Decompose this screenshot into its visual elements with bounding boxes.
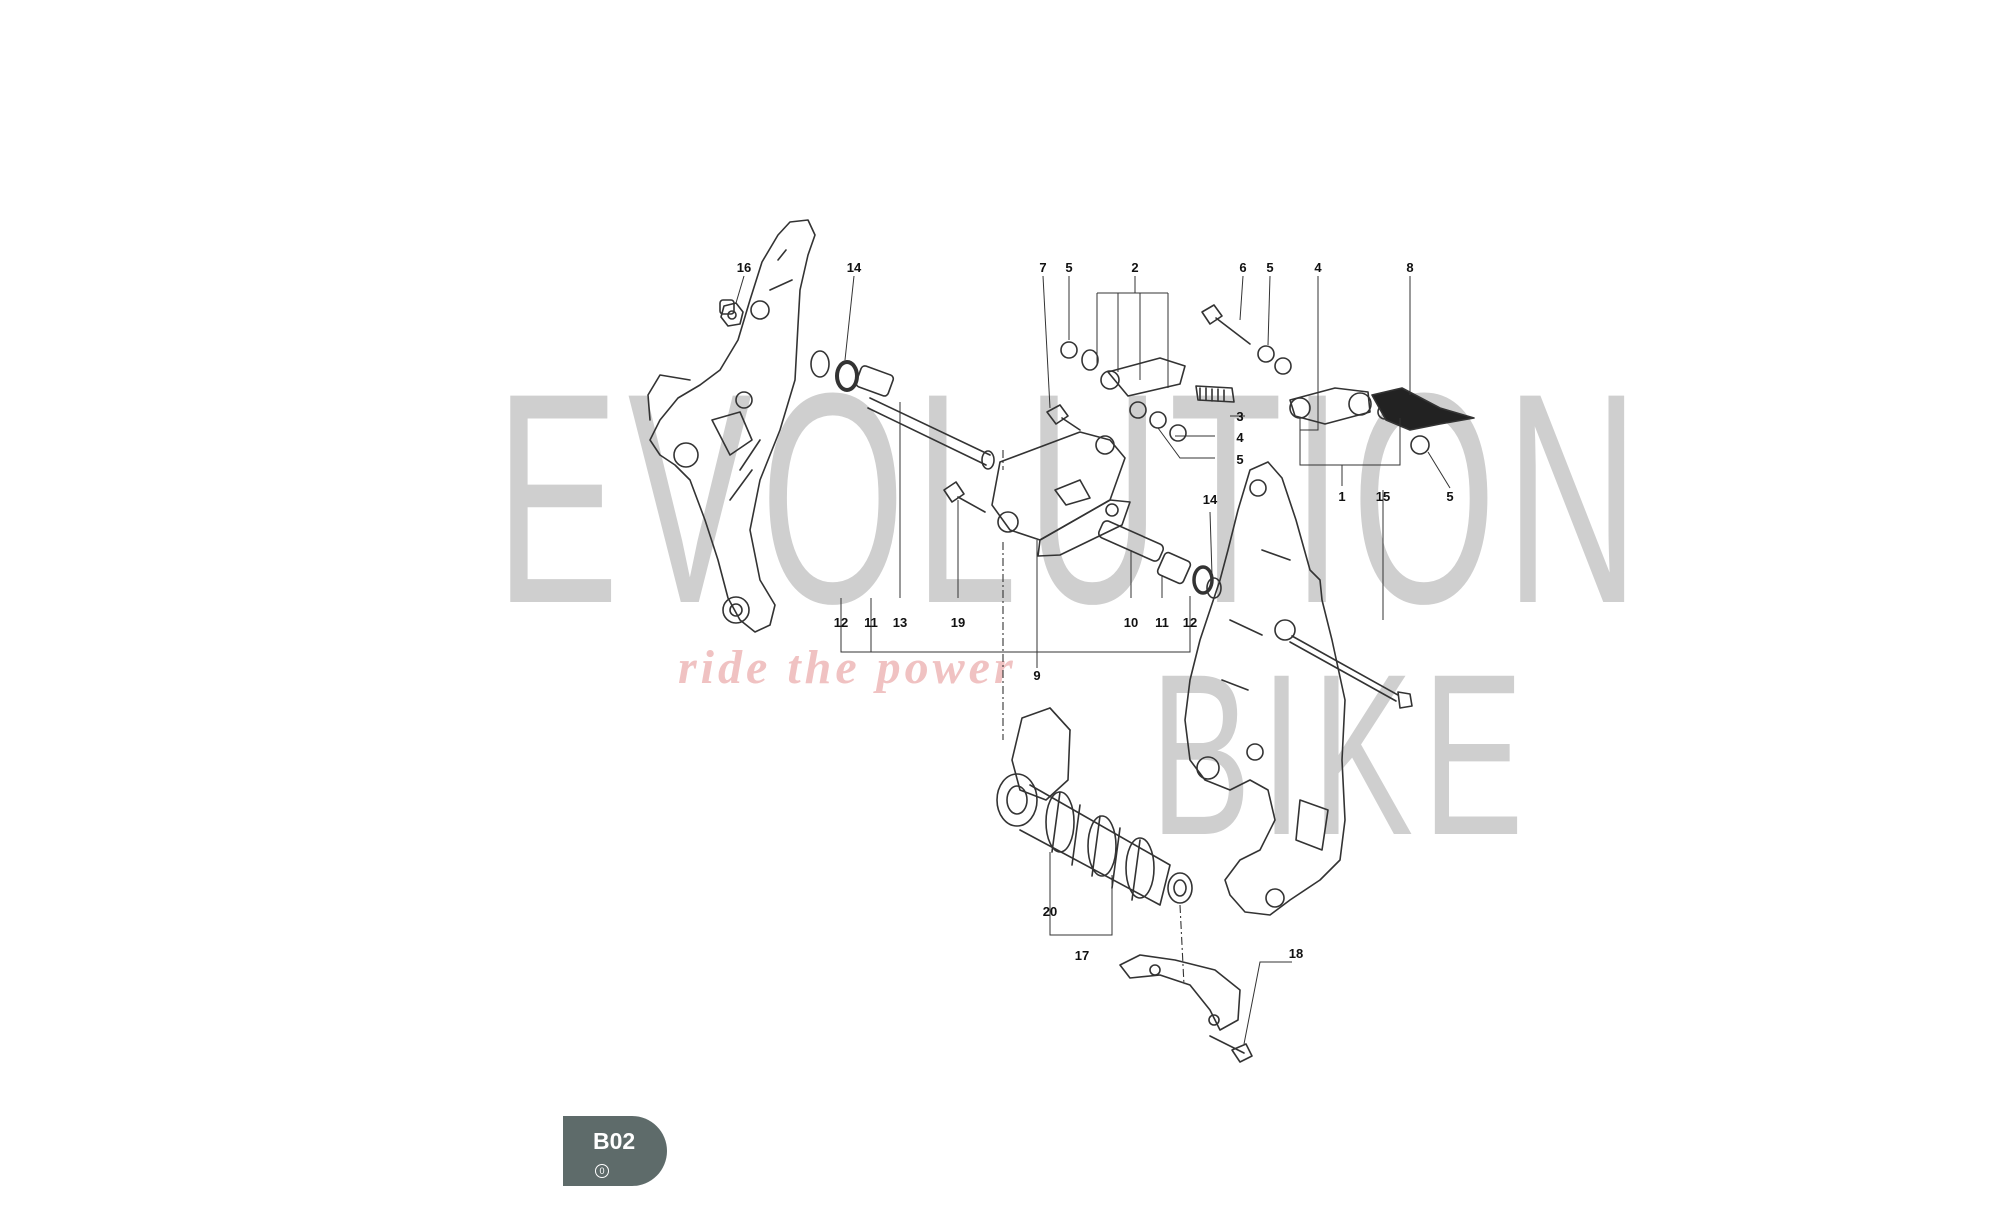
- leader-bottom-bar: [840, 596, 1191, 653]
- callout-14-left: 14: [847, 260, 862, 275]
- centerline-shock-lower: [1179, 904, 1185, 986]
- leader-5-right-lower: [1427, 451, 1451, 489]
- leader-16: [735, 275, 745, 304]
- section-badge: B02 0: [563, 1116, 667, 1186]
- pin-part-10: [1097, 520, 1165, 562]
- callout-19: 19: [951, 615, 965, 630]
- lever-part-8: [1371, 387, 1475, 431]
- leader-17: [1049, 852, 1113, 936]
- rocker-plate-part-9: [991, 431, 1131, 557]
- seal-part-12: [1192, 565, 1222, 599]
- callout-17: 17: [1075, 948, 1089, 963]
- bolt-part-18: [1209, 1035, 1253, 1063]
- callout-14-right: 14: [1203, 492, 1218, 507]
- callout-4-top: 4: [1314, 260, 1322, 275]
- leader-7: [1042, 275, 1051, 409]
- callout-11-left: 11: [864, 615, 878, 630]
- callout-7: 7: [1039, 260, 1046, 275]
- watermark-tagline: ride the power: [678, 641, 1017, 694]
- bolt-part-7: [1046, 404, 1081, 431]
- bush-part-11: [1156, 551, 1192, 585]
- watermark-sub-text: BIKE: [1150, 626, 1533, 883]
- callout-9: 9: [1033, 668, 1040, 683]
- leader-18: [1243, 961, 1292, 1045]
- callout-12-left: 12: [834, 615, 848, 630]
- bolt-part-15: [1289, 635, 1413, 709]
- callout-4-mid: 4: [1236, 430, 1244, 445]
- pivot-shaft: [867, 397, 995, 470]
- section-code: B02: [593, 1128, 636, 1154]
- callout-5-top: 5: [1065, 260, 1072, 275]
- leader-14-left: [844, 275, 855, 361]
- revision-marker: 0: [595, 1164, 609, 1178]
- callout-5-right: 5: [1266, 260, 1273, 275]
- callout-8: 8: [1406, 260, 1413, 275]
- shock-absorber-part-17: [996, 707, 1193, 906]
- callout-20: 20: [1043, 904, 1057, 919]
- callout-15: 15: [1376, 489, 1390, 504]
- callout-3: 3: [1236, 409, 1243, 424]
- leader-5-right: [1267, 275, 1271, 346]
- guard-plate-part-18: [1119, 954, 1241, 1031]
- leader-14-right: [1209, 511, 1213, 576]
- callout-10: 10: [1124, 615, 1138, 630]
- left-footrest-bracket: [647, 219, 816, 633]
- callout-11-right: 11: [1155, 615, 1169, 630]
- callout-1: 1: [1338, 489, 1345, 504]
- bolt-part-19: [943, 481, 986, 513]
- callout-5-mid: 5: [1236, 452, 1243, 467]
- callout-6: 6: [1239, 260, 1246, 275]
- right-footrest-bracket: [1184, 461, 1346, 916]
- leader-5-mid: [1157, 427, 1215, 459]
- spacer-part-14-left: [810, 350, 895, 397]
- callout-12-right: 12: [1183, 615, 1197, 630]
- callout-16: 16: [737, 260, 751, 275]
- linkage-rod-part-2: [1060, 341, 1235, 442]
- leader-1-bar: [1299, 418, 1401, 466]
- callout-5-lower-right: 5: [1446, 489, 1453, 504]
- leader-4-top: [1300, 276, 1319, 431]
- watermark-main-text: EVOLUTION: [495, 330, 1648, 666]
- bolt-part-6: [1201, 304, 1251, 345]
- callout-2: 2: [1131, 260, 1138, 275]
- callout-18: 18: [1289, 946, 1303, 961]
- leader-6: [1239, 275, 1244, 321]
- washer-part-5-upper-right: [1257, 345, 1292, 375]
- callout-13: 13: [893, 615, 907, 630]
